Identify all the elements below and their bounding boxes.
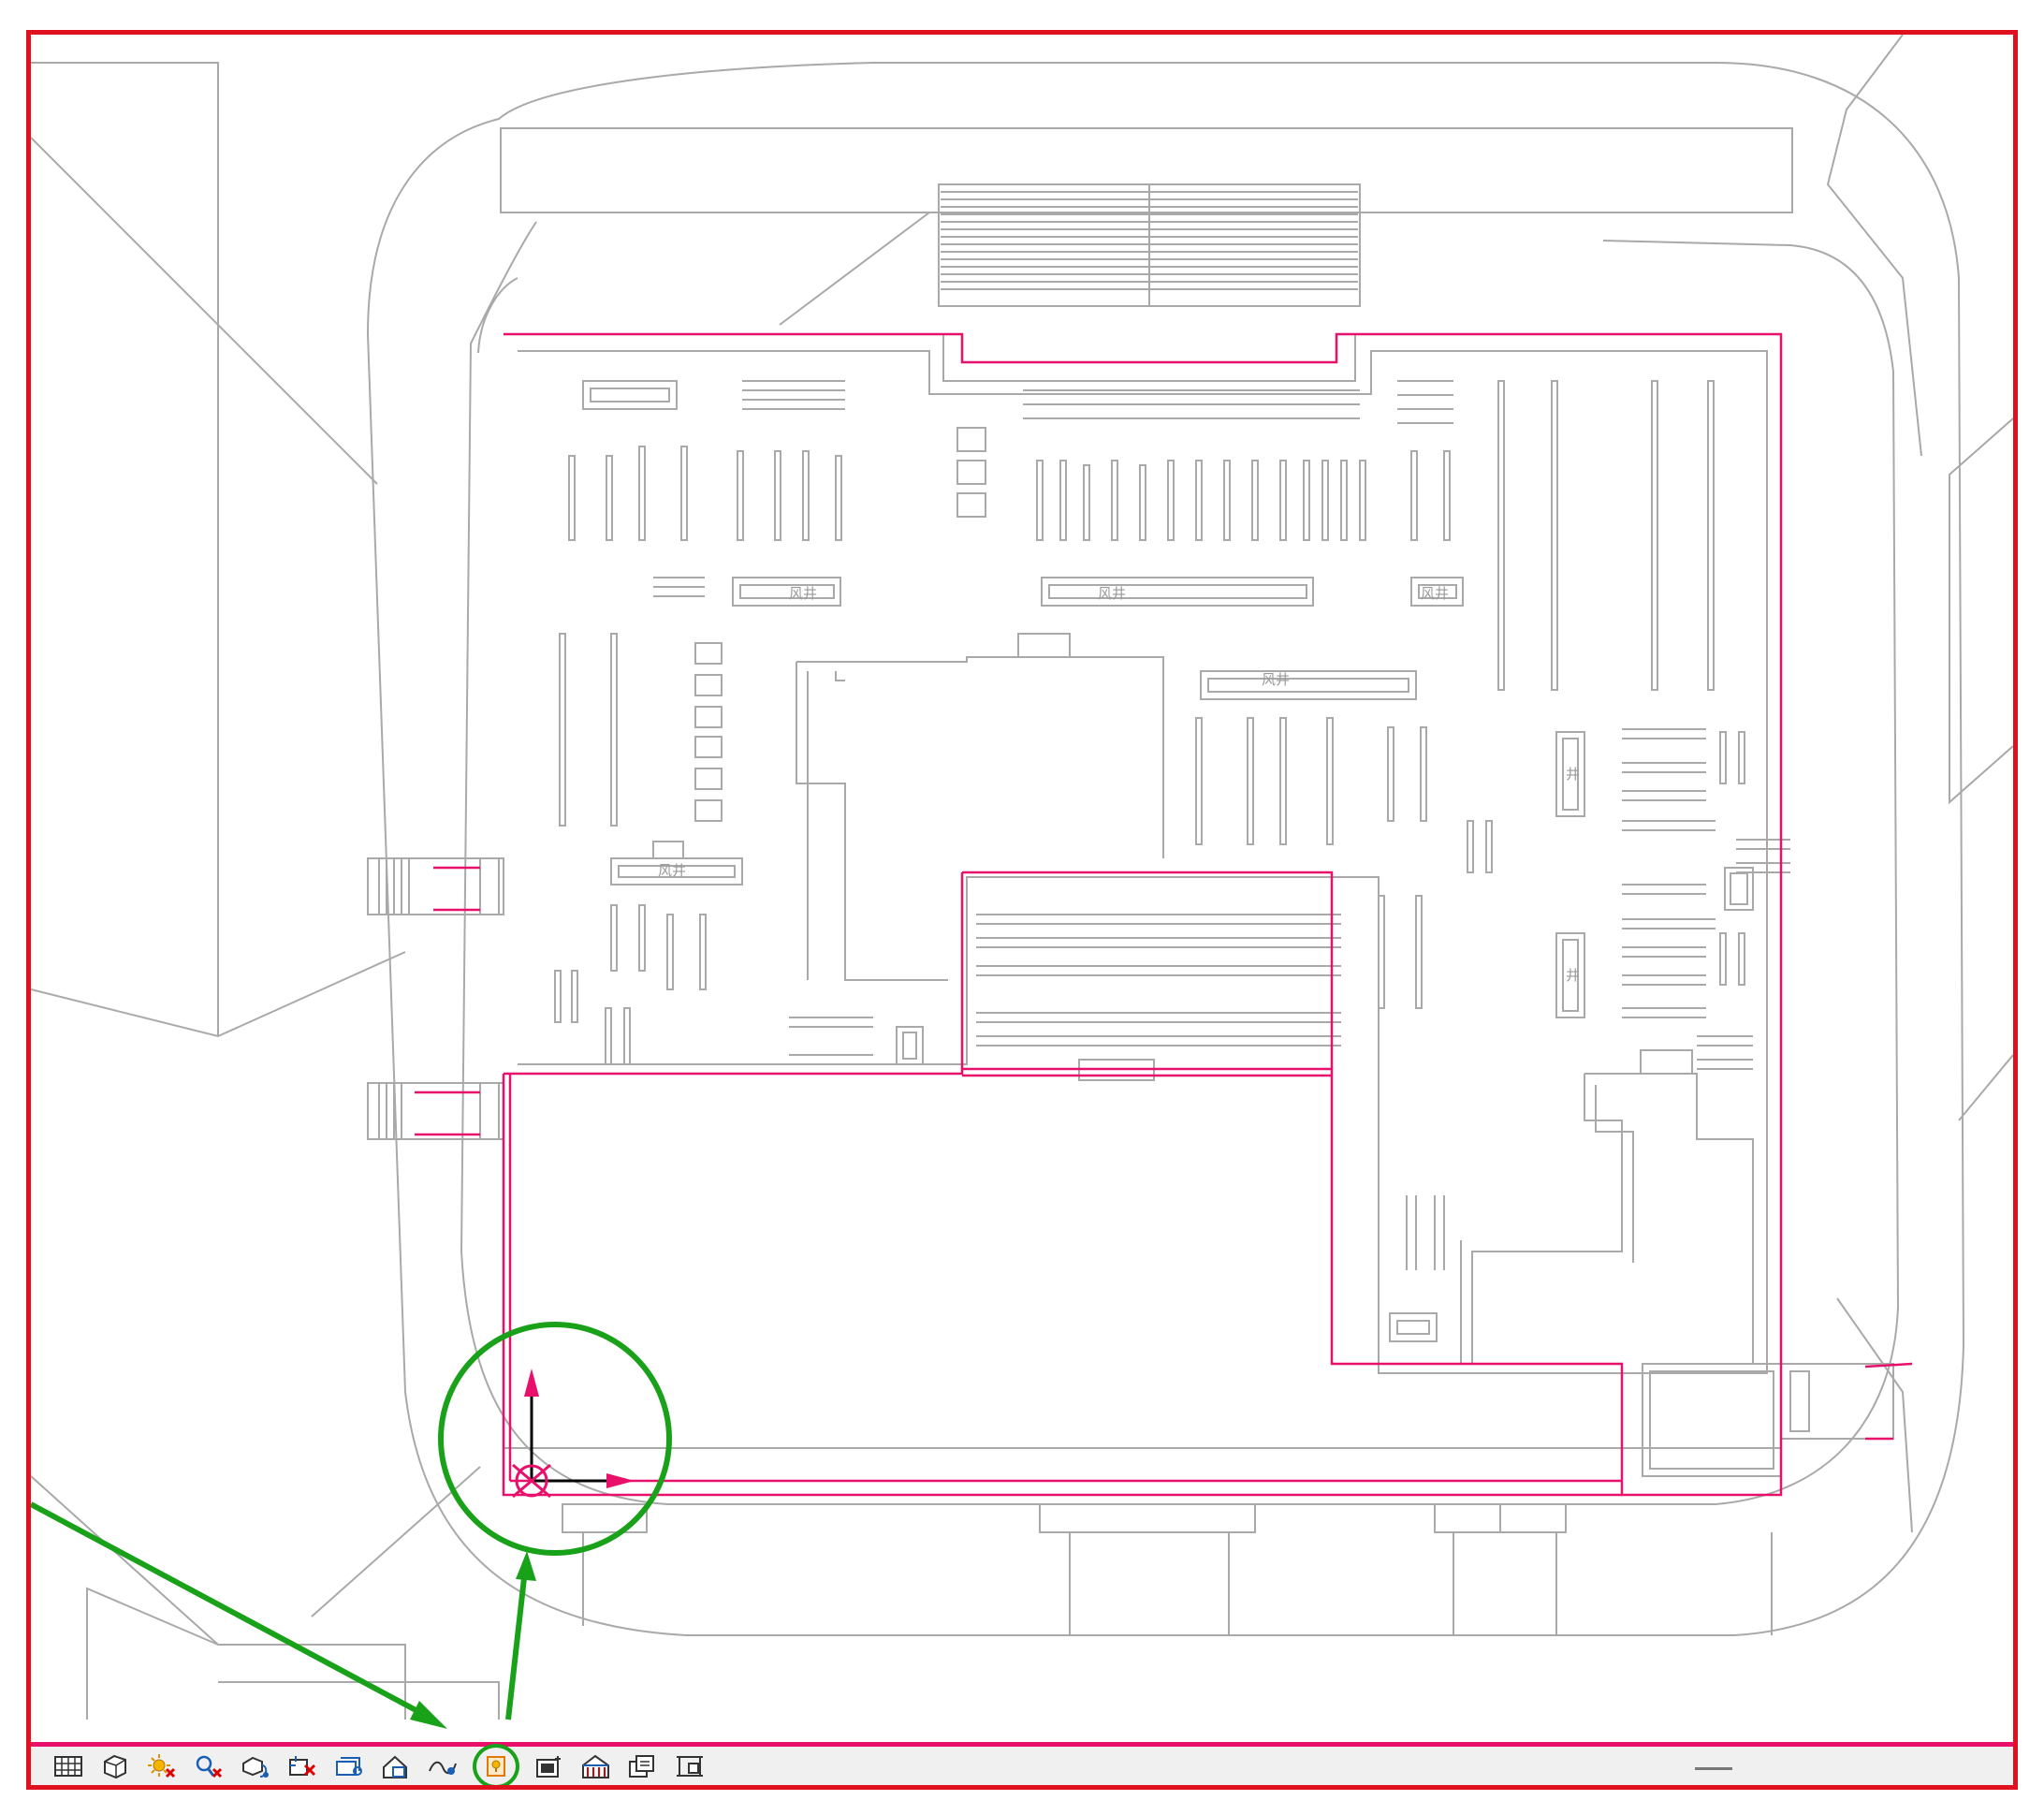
visual-style-icon[interactable] — [98, 1751, 132, 1781]
show-crop-region-icon[interactable] — [285, 1751, 319, 1781]
top-stair — [938, 183, 1361, 307]
lift-label: 井 — [1566, 968, 1580, 984]
show-hide-elements-icon[interactable] — [673, 1751, 707, 1781]
shaft-label: 风井 — [1098, 586, 1126, 602]
detail-level-icon[interactable] — [51, 1751, 85, 1781]
room-labels: 风井 风井 风井 风井 风井 井 井 — [658, 586, 1580, 984]
structural-elements — [554, 380, 1790, 1070]
shaft-label: 风井 — [789, 586, 817, 602]
unlocked-3d-view-icon[interactable] — [332, 1751, 366, 1781]
drawing-viewport[interactable]: 风井 风井 风井 风井 风井 井 井 — [26, 30, 2018, 1790]
shaft-label: 风井 — [1262, 672, 1290, 688]
crop-region[interactable] — [415, 332, 1913, 1497]
worksharing-display-icon[interactable] — [533, 1751, 566, 1781]
highlight-displacement-icon[interactable] — [626, 1751, 660, 1781]
floor-plan-canvas[interactable]: 风井 风井 风井 风井 风井 井 井 — [31, 35, 2013, 1748]
project-base-point[interactable] — [512, 1369, 635, 1499]
lift-label: 井 — [1566, 767, 1580, 783]
reveal-hidden-icon[interactable] — [426, 1751, 460, 1781]
shaft-label: 风井 — [658, 863, 686, 879]
shaft-label: 风井 — [1421, 586, 1449, 602]
site-linework — [31, 35, 2013, 1720]
reveal-constraints-icon[interactable] — [473, 1743, 519, 1785]
building-walls — [367, 333, 1894, 1477]
analytical-model-icon[interactable] — [579, 1751, 613, 1781]
scrollbar-grip[interactable] — [1695, 1767, 1732, 1770]
crop-view-icon[interactable] — [239, 1751, 272, 1781]
sun-path-icon[interactable] — [145, 1751, 179, 1781]
shadows-icon[interactable] — [192, 1751, 226, 1781]
annotation-overlay — [31, 1322, 672, 1729]
view-control-bar — [31, 1742, 2013, 1785]
temporary-hide-icon[interactable] — [379, 1751, 413, 1781]
